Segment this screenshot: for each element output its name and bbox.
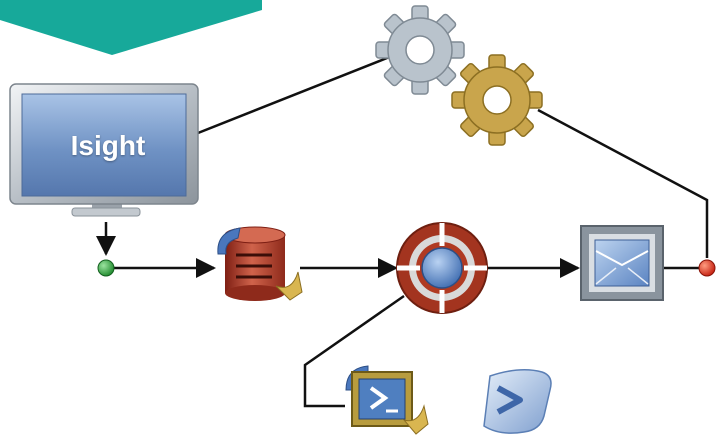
database-icon: [217, 226, 303, 301]
start-node-icon: [97, 259, 115, 277]
script-component-icon: [345, 365, 429, 435]
mail-component-icon: [580, 225, 664, 301]
monitor-to-gears-line: [197, 54, 393, 135]
loop-component-icon: [396, 222, 488, 314]
gold-gear-icon: [451, 54, 543, 146]
silver-gear-icon: [375, 5, 465, 95]
isight-monitor-icon: [9, 83, 199, 217]
shell-scroll-icon: [483, 369, 552, 434]
banner-arrow-icon: [0, 0, 262, 55]
connector-lines: [96, 54, 709, 408]
loop-body-line: [303, 294, 405, 408]
end-node-icon: [698, 259, 716, 277]
gears-to-end-line: [537, 108, 709, 258]
